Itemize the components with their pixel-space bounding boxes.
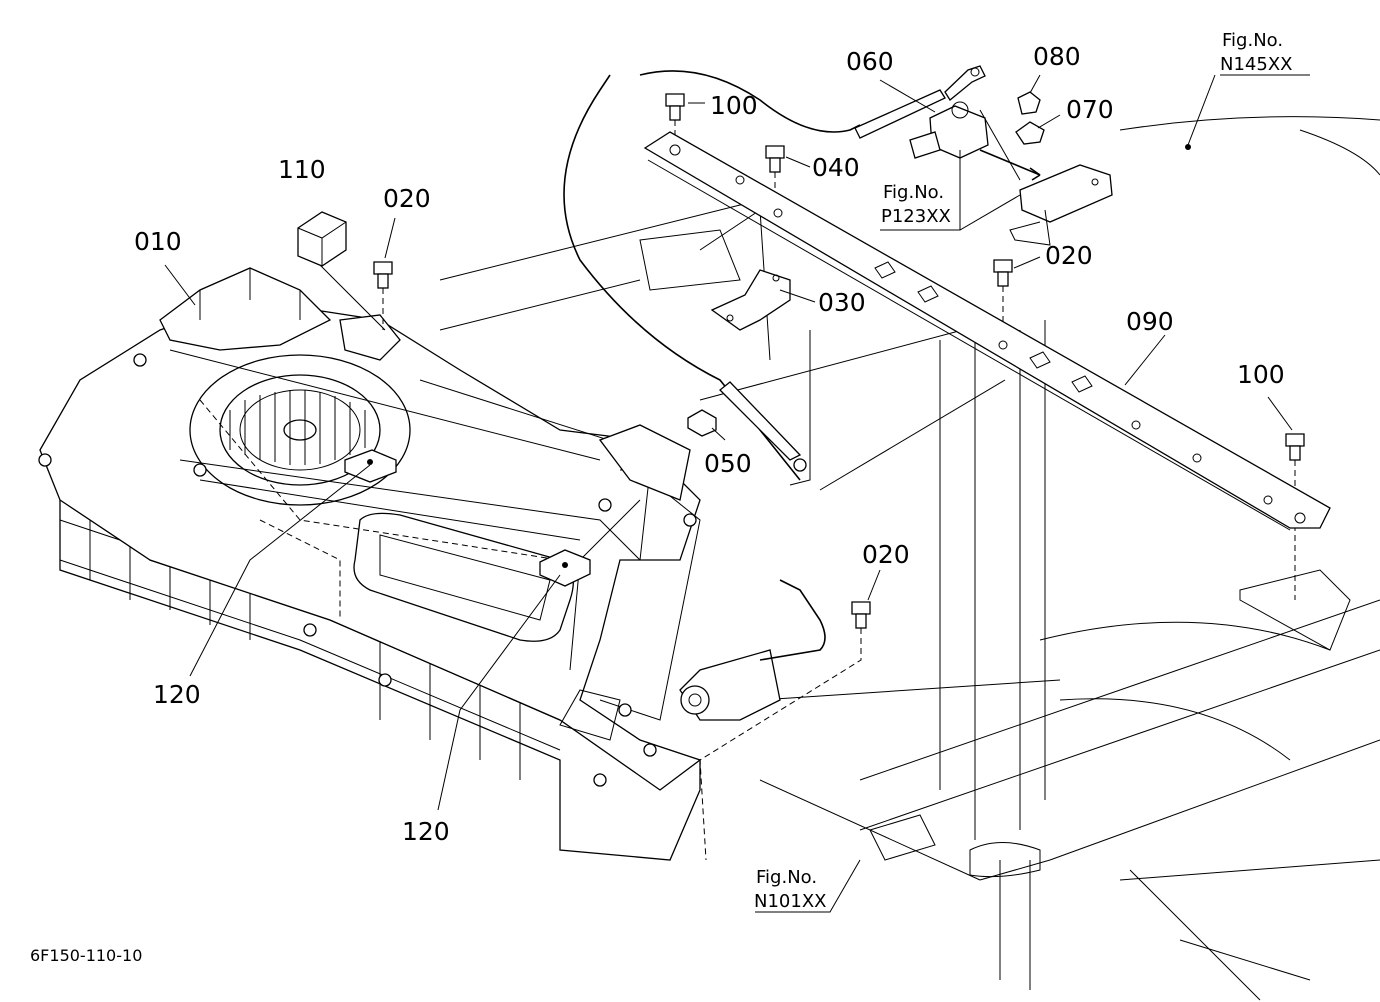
label-100-right: 100 — [1237, 360, 1285, 389]
label-010: 010 — [134, 227, 182, 256]
cable-060 — [563, 65, 986, 481]
figref-n145-title: Fig.No. — [1222, 30, 1283, 51]
leader-lines — [164, 74, 1310, 913]
figref-n101-code: N101XX — [754, 891, 826, 912]
label-110: 110 — [278, 155, 326, 184]
bolt-020-right — [993, 259, 1013, 345]
label-100-top: 100 — [710, 91, 758, 120]
figref-p123-title: Fig.No. — [883, 182, 944, 203]
figref-p123-code: P123XX — [881, 206, 951, 227]
label-120-left: 120 — [153, 680, 201, 709]
bolt-heads — [38, 353, 697, 787]
part-labels: 010 020 020 020 030 040 050 060 070 080 … — [134, 42, 1285, 846]
blower-fan-blades — [229, 390, 366, 465]
label-060: 060 — [846, 47, 894, 76]
label-070: 070 — [1066, 95, 1114, 124]
bolt-020-left — [373, 261, 393, 330]
label-030: 030 — [818, 288, 866, 317]
label-020-right: 020 — [1045, 241, 1093, 270]
fitting-080 — [1017, 91, 1041, 115]
figref-n101-title: Fig.No. — [756, 867, 817, 888]
label-120-lower: 120 — [402, 817, 450, 846]
pad-110 — [297, 211, 386, 331]
bracket-070 — [979, 149, 1113, 246]
label-080: 080 — [1033, 42, 1081, 71]
bracket-bar-090 — [643, 131, 1331, 531]
label-020-left: 020 — [383, 184, 431, 213]
pad-120 — [344, 449, 591, 587]
label-040: 040 — [812, 153, 860, 182]
chassis-frame — [439, 116, 1380, 1001]
drawing-code: 6F150-110-10 — [30, 946, 142, 965]
bolt-020-lower — [699, 601, 871, 861]
clip-050 — [687, 409, 717, 437]
label-020-lower: 020 — [862, 540, 910, 569]
figure-references: Fig.No. N145XX Fig.No. P123XX Fig.No. N1… — [754, 30, 1292, 912]
blower-unit — [38, 267, 826, 861]
fitting-070 — [1015, 121, 1045, 145]
label-050: 050 — [704, 449, 752, 478]
label-090: 090 — [1126, 307, 1174, 336]
valve-p123 — [909, 101, 989, 159]
figref-n145-code: N145XX — [1220, 54, 1292, 75]
plate-030 — [710, 269, 791, 331]
